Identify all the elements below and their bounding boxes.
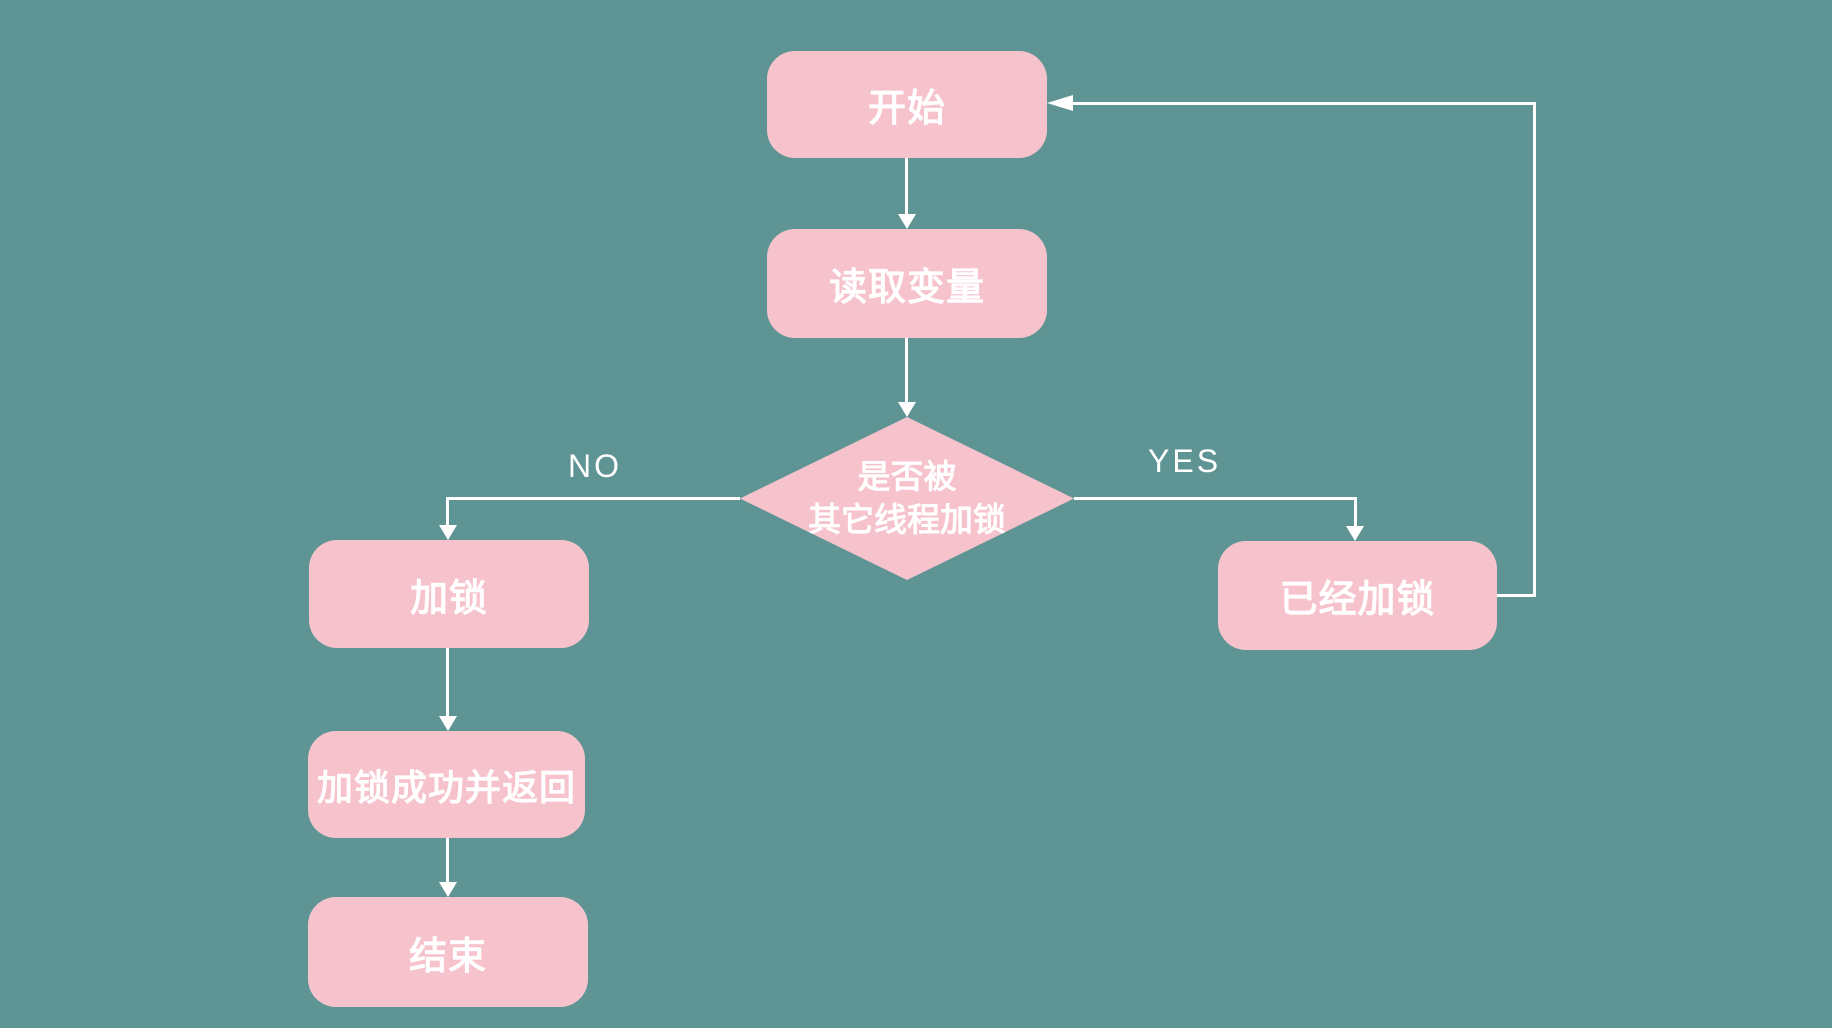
node-decision-diamond: 是否被 其它线程加锁 [740, 417, 1074, 580]
edge-feedback-vertical [1533, 103, 1536, 597]
edge-feedback-top [1071, 102, 1536, 105]
node-start: 开始 [767, 51, 1047, 158]
node-already-locked: 已经加锁 [1218, 541, 1497, 650]
node-lock: 加锁 [309, 540, 589, 648]
edge-yes-vertical [1354, 497, 1357, 527]
arrowhead-down-icon [439, 525, 457, 540]
arrowhead-down-icon [1346, 526, 1364, 541]
arrowhead-down-icon [439, 716, 457, 731]
edge-no-horizontal [448, 497, 740, 500]
edge-start-to-read [905, 158, 908, 216]
edge-feedback-out [1497, 594, 1536, 597]
arrowhead-down-icon [898, 402, 916, 417]
node-end: 结束 [308, 897, 588, 1007]
arrowhead-left-icon [1047, 95, 1073, 111]
arrowhead-down-icon [439, 882, 457, 897]
edge-no-vertical [446, 497, 449, 526]
edge-read-to-decision [905, 338, 908, 404]
node-lock-success: 加锁成功并返回 [308, 731, 585, 838]
arrowhead-down-icon [898, 214, 916, 229]
edge-label-yes: YES [1148, 443, 1222, 479]
node-read-variable: 读取变量 [767, 229, 1047, 338]
edge-success-to-end [446, 838, 449, 882]
edge-label-no: NO [568, 448, 622, 484]
edge-yes-horizontal [1074, 497, 1356, 500]
edge-lock-to-success [446, 648, 449, 716]
